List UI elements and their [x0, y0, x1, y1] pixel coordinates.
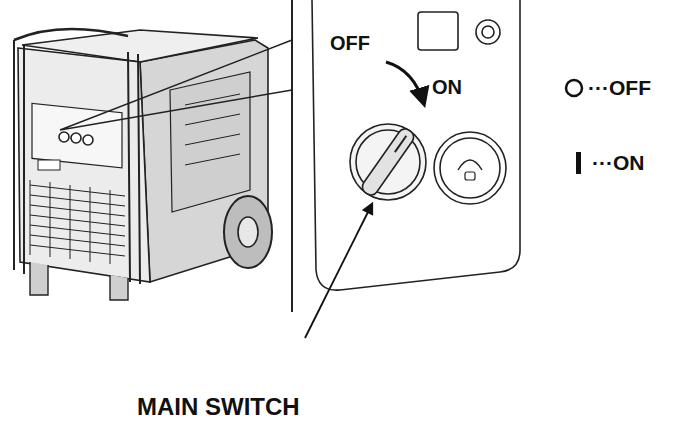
- on-symbol: [568, 150, 588, 176]
- legend-text: ···OFF: [588, 76, 651, 100]
- off-symbol: [564, 75, 584, 101]
- switch-position: OFF: [330, 32, 370, 54]
- legend-text: ···ON: [592, 151, 644, 175]
- leader-line: [60, 40, 292, 130]
- legend-entry: ···ON: [568, 150, 644, 176]
- panel-inset: [312, 0, 520, 290]
- rotation-arrow: [386, 62, 424, 104]
- legend-entry: ···OFF: [564, 75, 651, 101]
- part-name: MAIN SWITCH: [137, 394, 300, 420]
- generator-body: [14, 29, 272, 300]
- inset-border: [291, 0, 293, 312]
- switch-position: ON: [432, 76, 462, 98]
- pointer-arrow: [305, 204, 372, 338]
